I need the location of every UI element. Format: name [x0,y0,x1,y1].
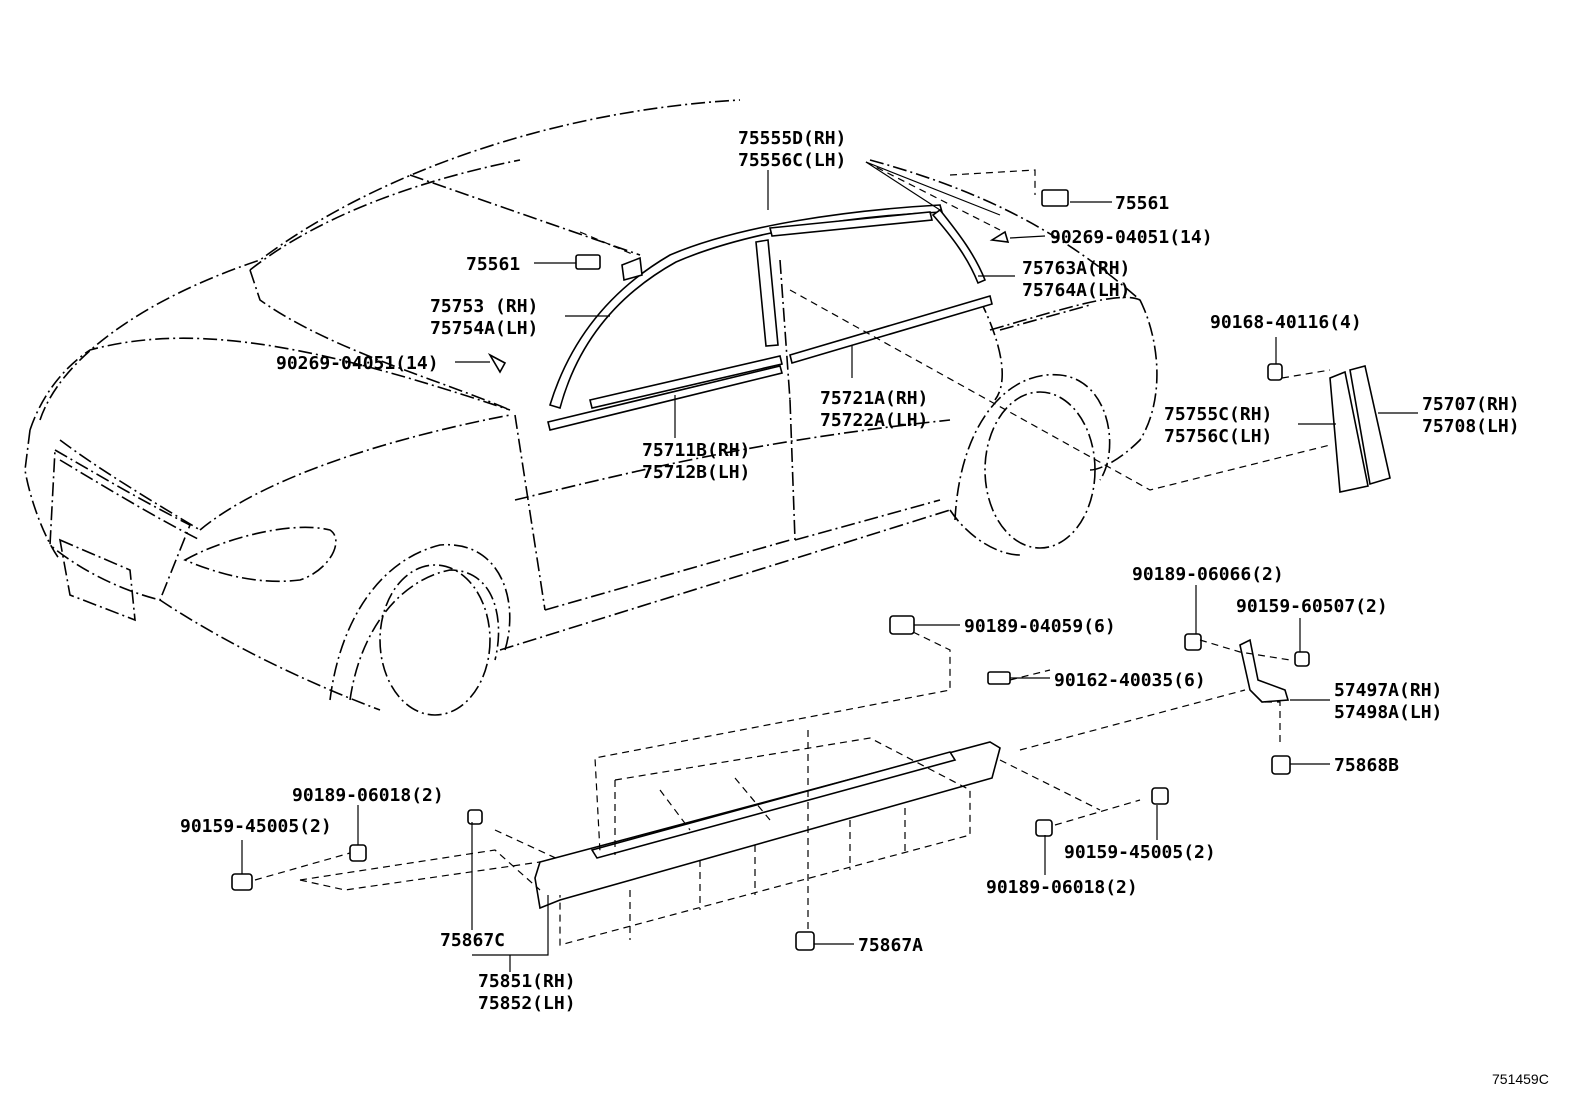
label-90189-06066: 90189-06066(2) [1132,564,1284,585]
fasteners [231,189,1310,951]
label-75756C: 75756C(LH) [1164,426,1272,447]
label-75763A: 75763A(RH) [1022,258,1130,279]
label-75867C: 75867C [440,930,505,951]
label-75764A: 75764A(LH) [1022,280,1130,301]
label-90162-40035: 90162-40035(6) [1054,670,1206,691]
label-57497A: 57497A(RH) [1334,680,1442,701]
label-90159-45005-right: 90159-45005(2) [1064,842,1216,863]
label-75721A: 75721A(RH) [820,388,928,409]
car-outline [24,99,1158,716]
label-90159-60507: 90159-60507(2) [1236,596,1388,617]
label-75707: 75707(RH) [1422,394,1520,415]
label-57498A: 57498A(LH) [1334,702,1442,723]
label-90189-06018-right: 90189-06018(2) [986,877,1138,898]
label-75561-left: 75561 [466,254,520,275]
label-75867A: 75867A [858,935,923,956]
label-75561-right: 75561 [1115,193,1169,214]
rocker-molding-part [534,741,1001,910]
label-75711B: 75711B(RH) [642,440,750,461]
label-75754A: 75754A(LH) [430,318,538,339]
label-90269-right: 90269-04051(14) [1050,227,1213,248]
assembly-lines [254,161,1331,946]
label-90189-06018-left: 90189-06018(2) [292,785,444,806]
label-90189-04059: 90189-04059(6) [964,616,1116,637]
label-75712B: 75712B(LH) [642,462,750,483]
label-90168: 90168-40116(4) [1210,312,1362,333]
label-75708: 75708(LH) [1422,416,1520,437]
label-75868B: 75868B [1334,755,1399,776]
label-75556C: 75556C(LH) [738,150,846,171]
window-molding-parts [547,204,1391,493]
bracket-part [1239,638,1290,703]
label-75555D: 75555D(RH) [738,128,846,149]
label-90159-45005-left: 90159-45005(2) [180,816,332,837]
part-number-labels: 75555D(RH) 75556C(LH) 75561 90269-04051(… [180,128,1549,1087]
label-75755C: 75755C(RH) [1164,404,1272,425]
leader-lines [241,161,1418,972]
label-90269-left: 90269-04051(14) [276,353,439,374]
label-75722A: 75722A(LH) [820,410,928,431]
label-75852: 75852(LH) [478,993,576,1014]
diagram-reference-number: 751459C [1492,1071,1549,1087]
label-75753: 75753 (RH) [430,296,538,317]
label-75851: 75851(RH) [478,971,576,992]
